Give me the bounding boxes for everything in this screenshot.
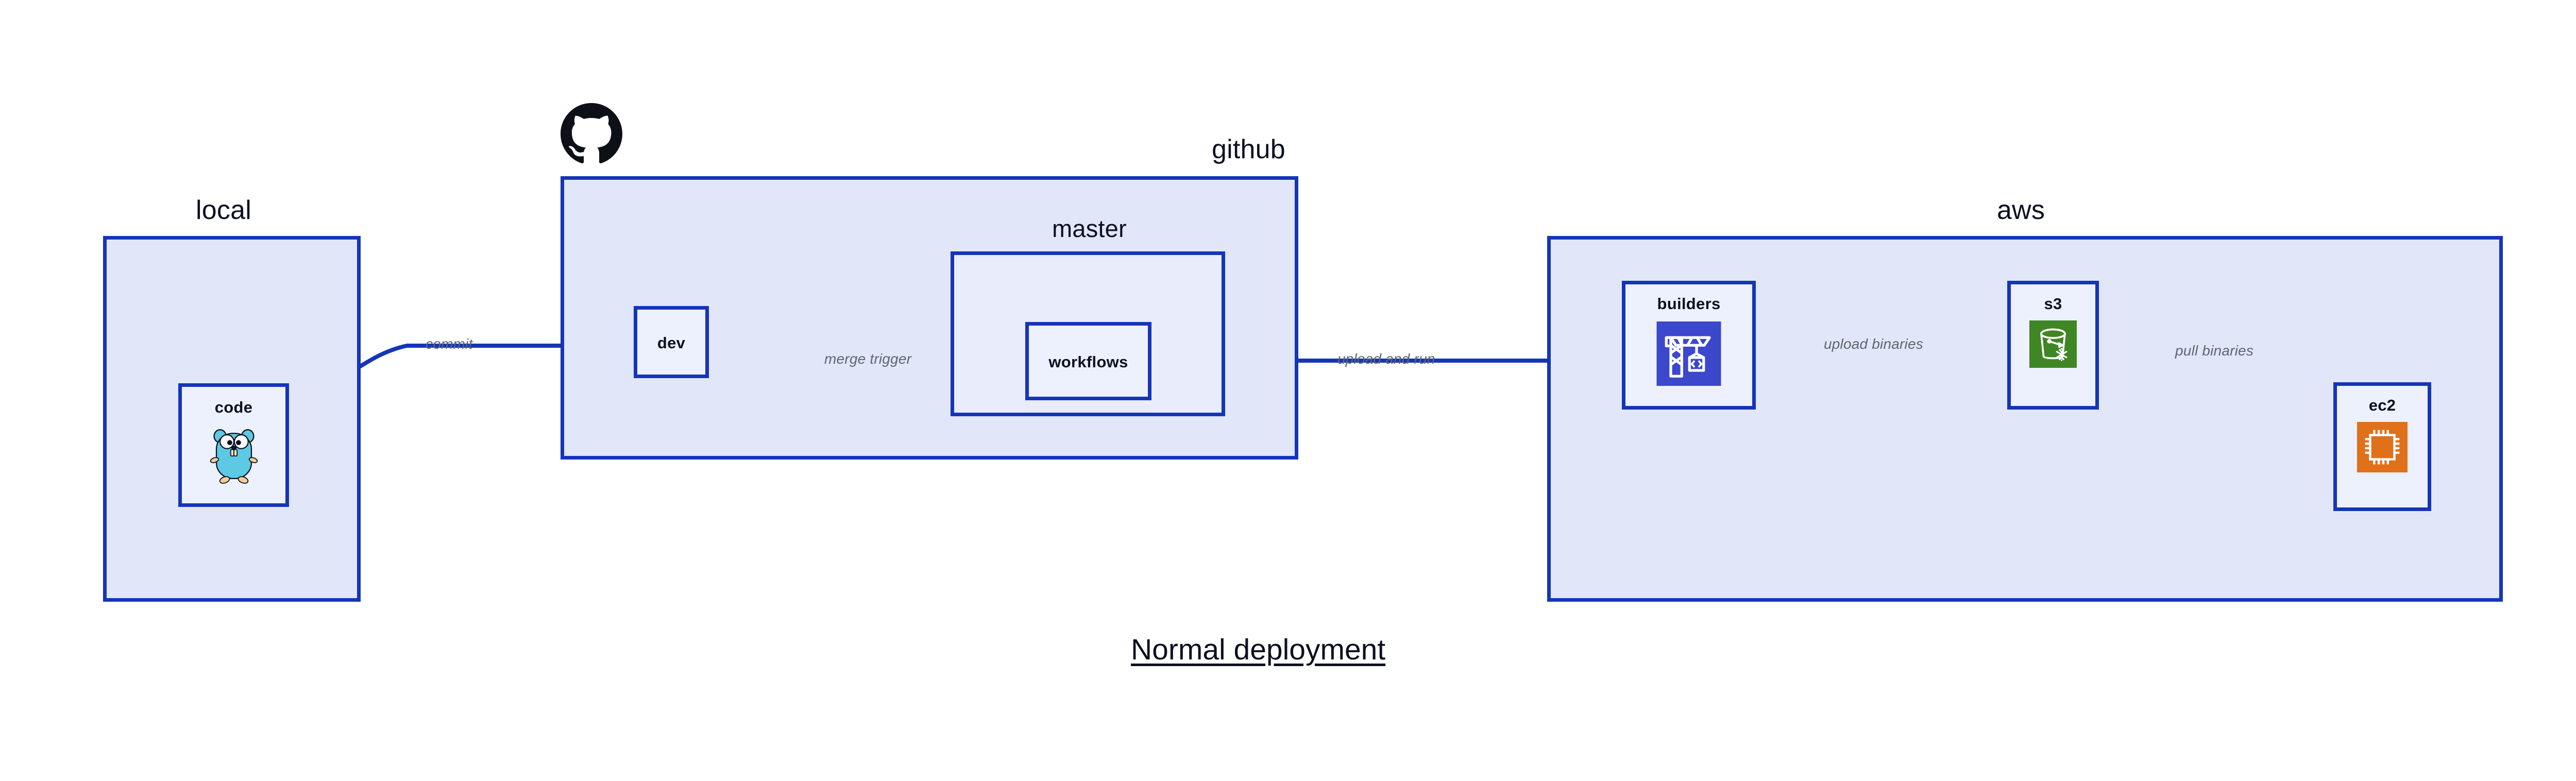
aws-ec2-icon	[2357, 422, 2408, 472]
aws-codebuild-icon	[1656, 321, 1721, 386]
node-label-ec2: ec2	[2368, 396, 2396, 414]
github-octocat-icon	[561, 103, 622, 165]
edge-label-upload-binaries: upload binaries	[1824, 336, 1923, 352]
node-label-builders: builders	[1657, 295, 1721, 313]
node-ec2[interactable]: ec2	[2333, 382, 2431, 511]
node-s3[interactable]: s3	[2007, 281, 2099, 410]
node-workflows[interactable]: workflows	[1025, 322, 1151, 400]
go-gopher-icon	[206, 426, 262, 487]
group-label-local: local	[196, 195, 251, 225]
node-label-code: code	[214, 398, 253, 416]
node-dev[interactable]: dev	[634, 306, 709, 378]
diagram-title: Normal deployment	[1131, 633, 1386, 666]
edge-label-upload-and-run: upload and run	[1337, 351, 1435, 367]
edge-label-pull-binaries: pull binaries	[2175, 343, 2254, 359]
node-label-workflows: workflows	[1048, 353, 1128, 371]
edge-label-commit: commit	[426, 336, 473, 352]
aws-s3-icon	[2029, 320, 2077, 368]
edge-label-merge-trigger: merge trigger	[824, 351, 912, 367]
node-label-dev: dev	[657, 334, 686, 352]
group-label-aws: aws	[1997, 195, 2045, 225]
subgroup-label-master: master	[1052, 215, 1127, 242]
group-label-github: github	[1212, 134, 1285, 164]
node-code[interactable]: code	[178, 383, 289, 507]
node-builders[interactable]: builders	[1622, 281, 1756, 410]
node-label-s3: s3	[2044, 295, 2062, 313]
